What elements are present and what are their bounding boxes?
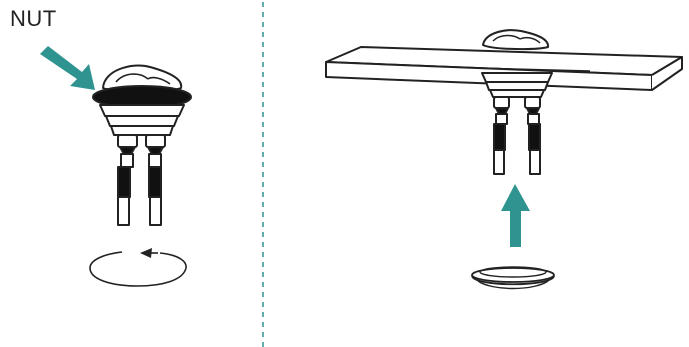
right-panel-button-assembly: [481, 29, 553, 175]
arrow-down-right-icon: [40, 46, 95, 90]
arrow-up-icon: [501, 184, 530, 247]
loose-nut: [471, 266, 555, 290]
rotate-counterclockwise-icon: [89, 248, 187, 287]
button-cap-installed: [482, 29, 550, 51]
left-panel-button-assembly: [92, 64, 192, 226]
nut-label: NUT: [10, 6, 57, 31]
